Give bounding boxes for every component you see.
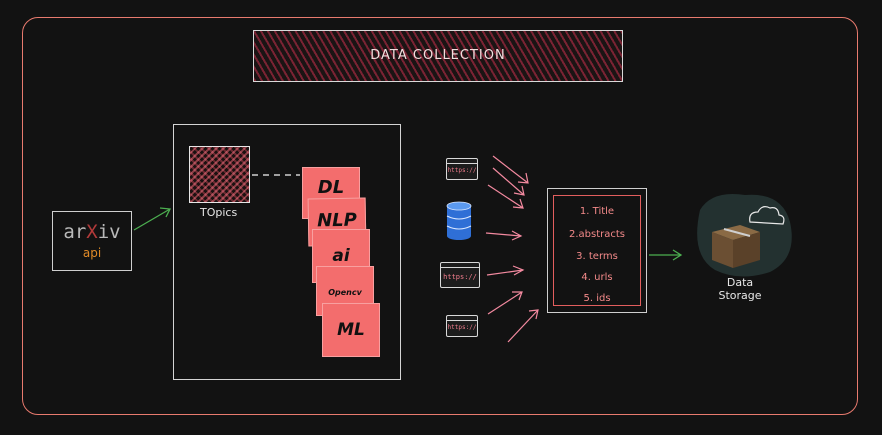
arrow-fields-to-storage: [649, 249, 683, 261]
diagram-title: DATA COLLECTION: [370, 48, 506, 63]
topics-thumbnail: [189, 146, 250, 203]
arxiv-logo: arXiv: [52, 221, 132, 243]
cloud-icon: [749, 206, 785, 225]
arxiv-box: [52, 211, 132, 271]
storage-label-line1: Data: [726, 276, 754, 289]
outer-frame: [22, 17, 858, 415]
arxiv-api-label: api: [82, 246, 102, 260]
arrow-arxiv-to-topics: [133, 207, 172, 231]
field-urls: 4. urls: [581, 272, 613, 283]
topic-note-ml: ML: [322, 303, 380, 357]
arxiv-logo-pre: ar: [63, 221, 87, 243]
fields-box: [547, 188, 647, 313]
field-ids: 5. ids: [583, 293, 611, 304]
topics-container: [173, 124, 401, 380]
arxiv-logo-post: iv: [97, 221, 121, 243]
title-banner: [253, 30, 623, 82]
field-terms: 3. terms: [576, 251, 618, 262]
topics-label: TOpics: [200, 206, 238, 219]
arrows-sources-to-fields: [485, 155, 539, 343]
box-icon: [712, 225, 760, 268]
arxiv-logo-x: X: [86, 221, 98, 243]
database-icon: [446, 201, 472, 240]
fields-inner-box: [553, 195, 641, 306]
storage-icon: [697, 194, 792, 277]
url-window-2: https://: [440, 262, 480, 288]
field-abstracts: 2.abstracts: [568, 229, 625, 240]
url-window-3: https://: [446, 315, 478, 337]
storage-label-line2: Storage: [718, 289, 762, 302]
url-window-1: https://: [446, 158, 478, 180]
field-title: 1. Title: [579, 206, 615, 217]
